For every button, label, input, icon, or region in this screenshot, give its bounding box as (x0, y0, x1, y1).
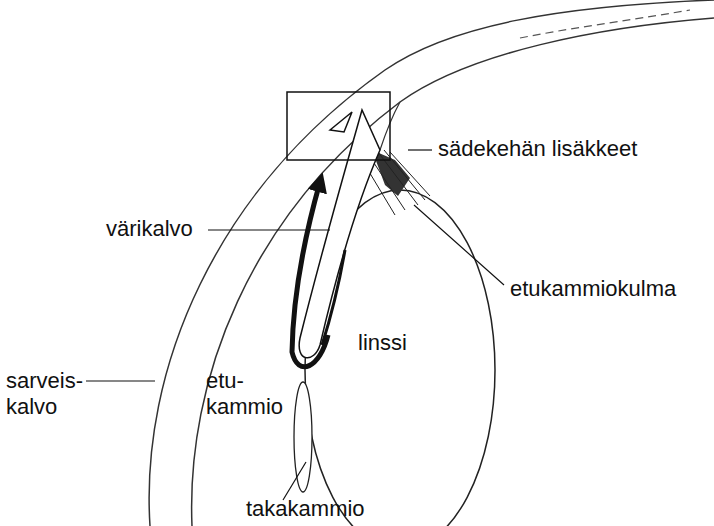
part-label: etukammiokulma (510, 276, 676, 302)
leader-lines (86, 150, 504, 500)
detail-frame (287, 92, 390, 160)
part-label: takakammio (246, 496, 365, 522)
posterior-chamber (294, 382, 312, 492)
part-label: sädekehän lisäkkeet (438, 136, 637, 162)
part-label: etu- kammio (206, 368, 283, 420)
iris (299, 110, 380, 358)
part-label: sarveis- kalvo (6, 368, 83, 420)
part-label: värikalvo (106, 216, 193, 242)
flow-arrow (292, 182, 328, 367)
iris-back (322, 250, 345, 345)
part-label: linssi (358, 330, 407, 356)
limbus-dash (520, 10, 690, 38)
schlemm-canal (330, 112, 352, 132)
